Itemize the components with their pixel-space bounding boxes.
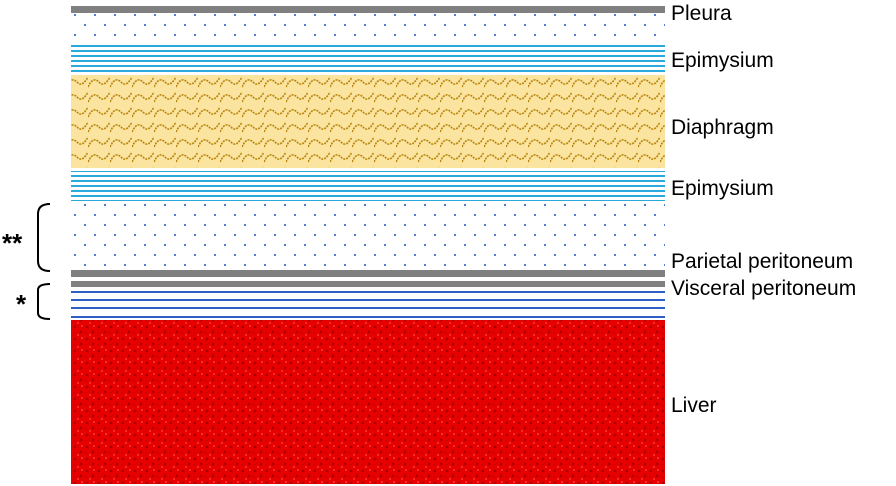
diaphragm-layer: [71, 75, 665, 168]
label-epimysium-lower: Epimysium: [671, 177, 774, 200]
label-liver: Liver: [671, 394, 717, 417]
epimysium-upper-layer: [71, 43, 665, 73]
double-star-bracket: [37, 203, 51, 272]
parietal-peritoneum-layer: [71, 270, 665, 277]
single-star-marker: *: [16, 289, 27, 319]
pleura-layer: [71, 6, 665, 13]
subperitoneal-space-layer: [71, 203, 665, 269]
label-visceral-peritoneum: Visceral peritoneum: [671, 277, 857, 300]
double-star-marker: **: [2, 228, 23, 258]
single-star-bracket: [37, 283, 51, 320]
liver-layer: [71, 320, 665, 484]
pleural-space-layer: [71, 13, 665, 40]
visceral-peritoneum-gray: [71, 281, 665, 287]
label-epimysium-upper: Epimysium: [671, 49, 774, 72]
epimysium-lower-layer: [71, 171, 665, 201]
label-parietal-peritoneum: Parietal peritoneum: [671, 250, 854, 273]
label-pleura: Pleura: [671, 2, 732, 25]
label-diaphragm: Diaphragm: [671, 116, 774, 139]
visceral-peritoneum-lines: [71, 291, 665, 318]
